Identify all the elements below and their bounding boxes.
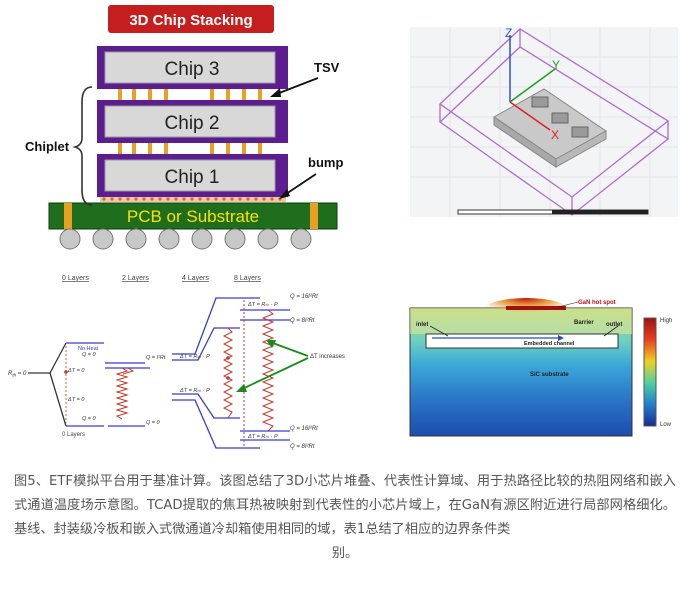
resistor-chains: [222, 300, 275, 446]
dt-increases-arrows: [236, 340, 309, 392]
outlet-label: outlet: [606, 322, 622, 328]
q0-bottom: Q = 0: [82, 416, 97, 422]
channel-label: Embedded channel: [524, 341, 575, 347]
chip-3: Chip 3: [97, 46, 288, 89]
q-16-bottom: Q = 16I²Rt: [290, 426, 318, 432]
inlet-label: inlet: [416, 322, 428, 328]
coordinate-axes: Z Y X: [505, 27, 560, 142]
axis-x-label: X: [551, 128, 559, 142]
caption-last-line: 别。: [331, 546, 359, 561]
network-2-layers: [105, 362, 150, 427]
column-label-0: 0 Layers: [62, 275, 89, 282]
column-label-1: 2 Layers: [122, 275, 149, 282]
chip-slab: [493, 88, 607, 168]
bump-arrow: [282, 173, 317, 197]
axis-z-label: Z: [505, 27, 512, 40]
colorbar-low: Low: [660, 422, 672, 428]
hot-spot-label: GaN hot spot: [578, 300, 616, 306]
q-8-top: Q = 8I²Rt: [290, 318, 315, 324]
substrate: PCB or Substrate: [48, 202, 338, 230]
dt-rth-p-8a: ΔT = Rₜₕ · P: [247, 302, 278, 308]
q-8-bottom: Q = 8I²Rt: [290, 444, 315, 450]
sic-label: SiC substrate: [530, 372, 569, 378]
dt0-a: ΔT = 0: [67, 368, 85, 374]
dt-rth-p-8b: ΔT = Rₜₕ · P: [247, 434, 278, 440]
svg-text:Chip 3: Chip 3: [165, 59, 220, 80]
panel-thermal-network: 0 Layers 2 Layers 4 Layers 8 Layers Rth …: [8, 275, 345, 450]
axis-y-label: Y: [552, 58, 560, 72]
embedded-channel: [425, 333, 619, 349]
barrier-label: Barrier: [574, 320, 594, 326]
color-bar: [643, 317, 657, 427]
dt-rth-p-top: ΔT = Rₜₕ · P: [179, 354, 210, 360]
dt-rth-p-mid: ΔT = Rₜₕ · P: [179, 388, 210, 394]
domain-box: [438, 28, 670, 216]
no-heat-label: No Heat: [78, 346, 99, 352]
banner-text: 3D Chip Stacking: [129, 12, 252, 29]
chip-2: Chip 2: [97, 100, 288, 143]
bump-label: bump: [308, 155, 343, 170]
tsv-pillars: [118, 88, 262, 158]
panel-computational-domain: Z Y X: [410, 27, 678, 217]
panel-temperature-field: GaN hot spot Barrier inlet outlet Embedd…: [409, 298, 672, 437]
chiplet-brace: [72, 86, 93, 206]
network-0-layers: [49, 342, 104, 427]
q0-top: Q = 0: [82, 352, 97, 358]
column-label-3: 8 Layers: [234, 275, 261, 282]
q-i2rt: Q = I²Rt: [146, 355, 166, 361]
svg-text:Chip 2: Chip 2: [165, 113, 220, 134]
colorbar-high: High: [660, 318, 672, 324]
bump-dots: [102, 197, 282, 201]
column-label-2: 4 Layers: [182, 275, 209, 282]
svg-text:Chip 1: Chip 1: [165, 167, 220, 188]
solder-balls: [59, 228, 312, 250]
chip-1: Chip 1: [97, 154, 288, 197]
tsv-arrow: [273, 77, 319, 96]
figure-caption: 图5、ETF模拟平台用于基准计算。该图总结了3D小芯片堆叠、代表性计算域、用于热…: [14, 470, 676, 566]
title-banner: [108, 5, 274, 33]
tsv-label: TSV: [314, 60, 340, 75]
dt-increases-label: ΔT increases: [310, 354, 345, 360]
panel-3d-chip-stacking: 3D Chip Stacking Chip 3 Chip 2 Chip 1: [25, 5, 343, 250]
bottom-layers-label: 0 Layers: [62, 432, 85, 438]
chiplet-label: Chiplet: [25, 139, 70, 154]
q0-right: Q = 0: [146, 420, 161, 426]
caption-text: 图5、ETF模拟平台用于基准计算。该图总结了3D小芯片堆叠、代表性计算域、用于热…: [14, 474, 676, 537]
svg-text:PCB or Substrate: PCB or Substrate: [127, 207, 259, 226]
rth-label: Rth = 0: [8, 371, 27, 378]
q-16-top: Q = 16I²Rt: [290, 294, 318, 300]
dt0-b: ΔT = 0: [67, 397, 85, 403]
network-4-layers: [172, 297, 290, 449]
